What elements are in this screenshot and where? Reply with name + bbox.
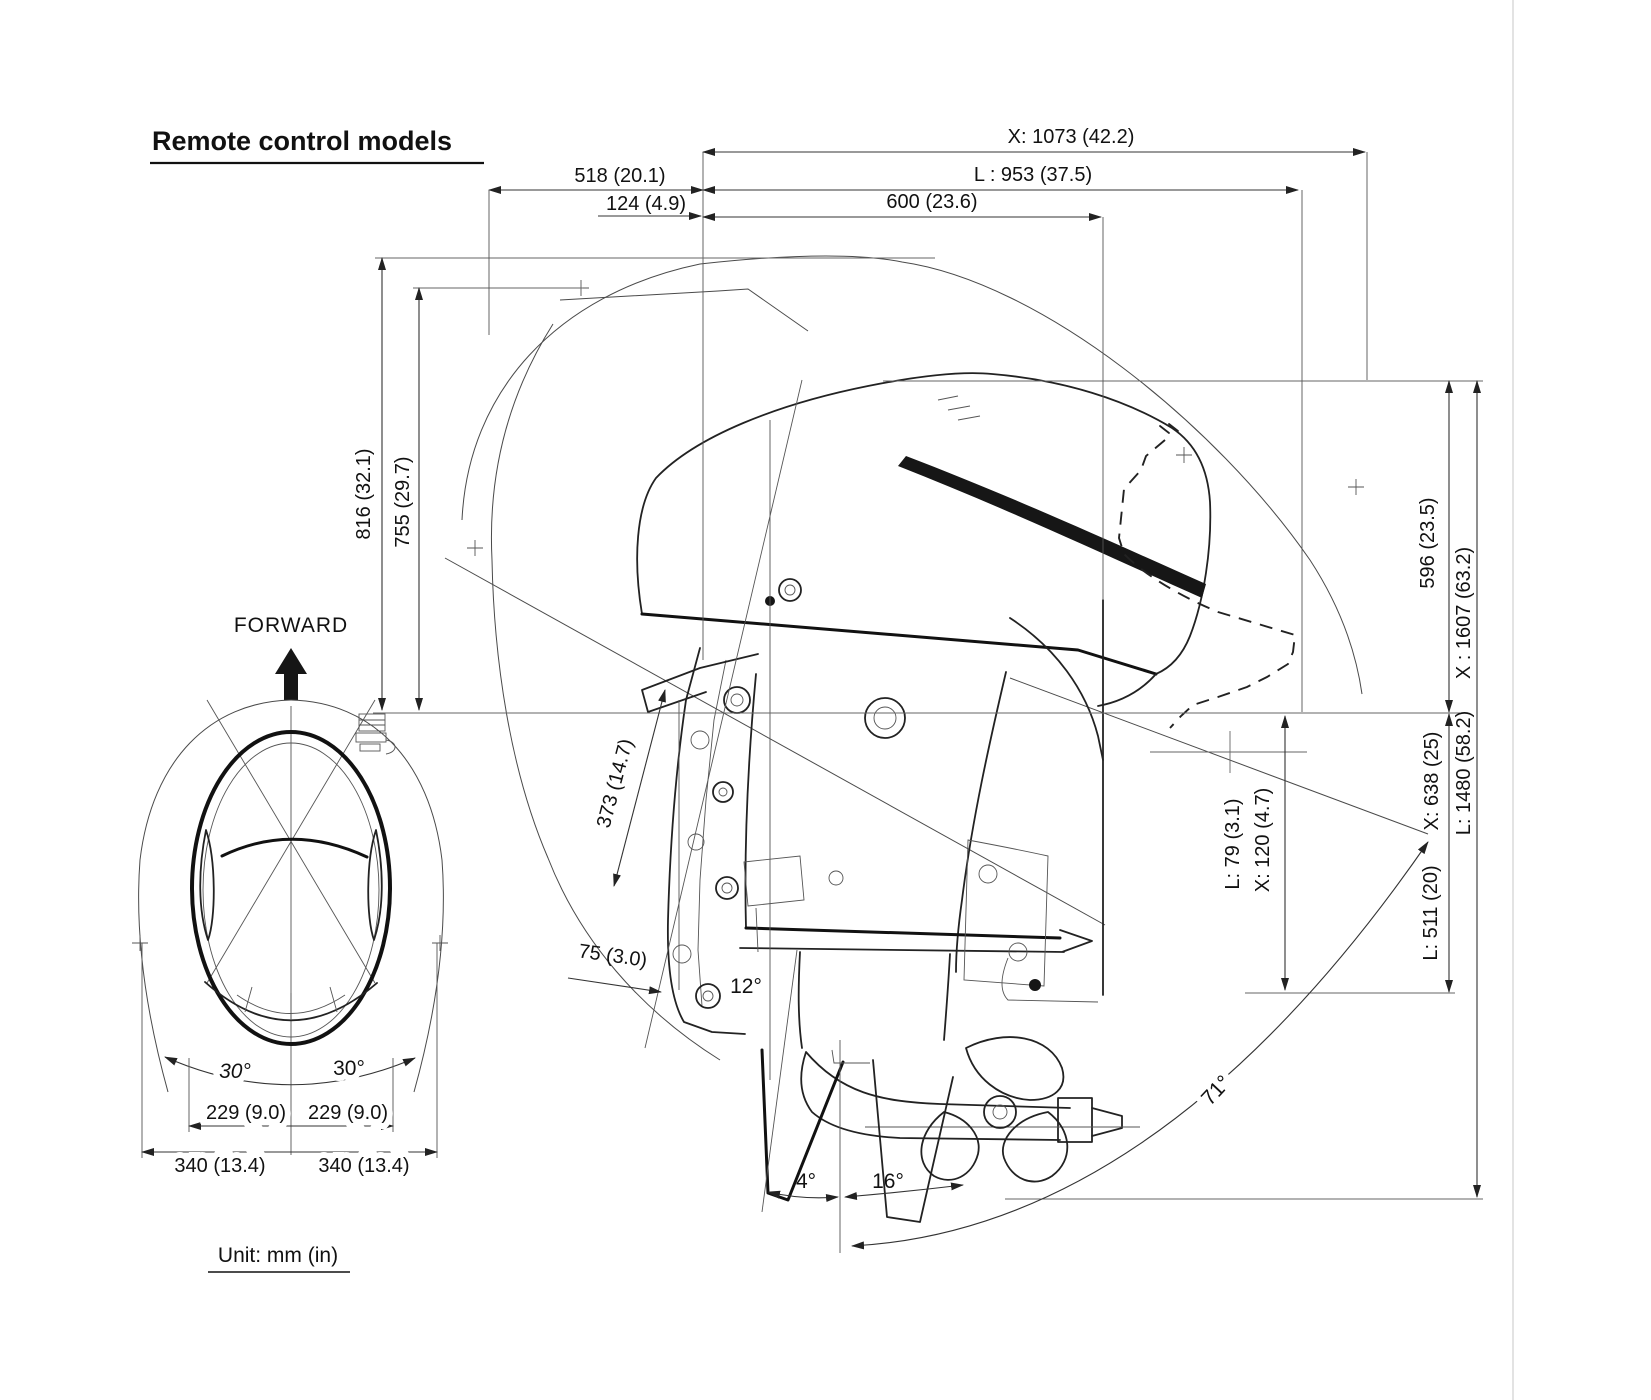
dim-label-swing-half-left: 340 (13.4) xyxy=(174,1155,265,1177)
dim-label-half-width-right: 229 (9.0) xyxy=(308,1102,388,1124)
reference-lines xyxy=(373,257,1483,1200)
dimension-lines-top: X: 1073 (42.2) L : 953 (37.5) 518 (20.1)… xyxy=(488,126,1368,712)
tilt-envelope-arc xyxy=(461,255,1363,695)
propeller-hub xyxy=(983,1095,1017,1129)
pan-rear-curve xyxy=(1097,673,1157,707)
steering-envelope-left xyxy=(138,699,292,1093)
angle-label-trim-range: 16° xyxy=(872,1170,904,1193)
dim-label-bracket-span: 373 (14.7) xyxy=(593,737,638,831)
angle-label-steer-left: 30° xyxy=(219,1060,251,1083)
cowl-side-pod-right xyxy=(367,829,383,941)
steering-arm xyxy=(641,653,759,713)
engine-side-view xyxy=(636,152,1297,1253)
dim-label-pivot-to-transom: 600 (23.6) xyxy=(886,191,977,213)
antiventilation-plate-top xyxy=(744,926,1062,940)
arc-steering-range xyxy=(164,1056,416,1086)
trim-tab xyxy=(831,1049,870,1064)
skeg-fin-trimmed xyxy=(872,1059,954,1223)
arc-trim-range xyxy=(844,1182,964,1200)
bracket-mount-plate xyxy=(743,855,805,953)
dim-line-373 xyxy=(613,689,666,887)
ghost-body-outline xyxy=(490,323,721,1061)
dim-line-75 xyxy=(567,977,662,995)
cowl-rear-curve-inner xyxy=(236,994,346,1014)
reference-ticks xyxy=(467,280,1364,556)
cowl-vent-lines xyxy=(937,395,981,421)
cowl-hood-curve xyxy=(220,837,369,859)
prop-hub-cap xyxy=(1057,1097,1093,1143)
dim-label-x-overall-height: X : 1607 (63.2) xyxy=(1453,547,1475,679)
cowl-rear-ribs xyxy=(244,986,338,1020)
angle-label-steering-axis: 12° xyxy=(730,975,762,998)
dim-label-l-overall-height: L: 1480 (58.2) xyxy=(1453,711,1475,836)
midsection-left-edge xyxy=(744,673,757,929)
steering-axis-line xyxy=(644,379,803,1049)
cowl-side-pod-left xyxy=(199,829,215,941)
angle-label-tilt-up: 71° xyxy=(1197,1071,1235,1110)
transom-break-ticks xyxy=(1159,423,1179,434)
steering-envelope-right xyxy=(290,699,444,1093)
boat-transom-dashed xyxy=(1118,439,1297,729)
cowl-intake-scoop xyxy=(898,456,1206,598)
dimension-lines-left: 816 (32.1) 755 (29.7) xyxy=(353,257,423,711)
envelope-width-ticks xyxy=(132,935,448,951)
dim-label-l-waterline-offset: L: 79 (3.1) xyxy=(1222,798,1244,889)
propeller xyxy=(920,1036,1069,1183)
angle-label-steer-right: 30° xyxy=(333,1057,365,1080)
cowl-top-view-outer xyxy=(190,730,392,1046)
arc-trim-in xyxy=(767,1190,839,1203)
dim-label-x-overall-length: X: 1073 (42.2) xyxy=(1008,126,1135,148)
fuel-connector xyxy=(355,713,396,755)
dim-label-l-overall-length: L : 953 (37.5) xyxy=(974,164,1092,186)
clamp-pad xyxy=(1001,957,1099,1003)
trim-in-reference-line xyxy=(761,949,798,1213)
clamp-front-curve xyxy=(1009,617,1104,761)
title-block: Remote control models xyxy=(150,126,484,165)
cowling-outline xyxy=(636,372,1212,675)
ghost-plate-line xyxy=(444,557,1106,926)
propeller-hub-inner xyxy=(992,1104,1008,1120)
ghost-seam-line xyxy=(559,288,809,332)
angle-annotations: 4° 16° 71° xyxy=(767,841,1429,1250)
unit-note-block: Unit: mm (in) xyxy=(208,1244,350,1273)
dimension-lines-bracket: 373 (14.7) 75 (3.0) 12° xyxy=(567,689,768,1004)
lower-column xyxy=(797,951,951,1049)
propeller-blade-top xyxy=(965,1036,1065,1101)
mounting-bracket xyxy=(641,578,906,1035)
propeller-blade-left xyxy=(920,1111,980,1181)
dim-label-swing-half-right: 340 (13.4) xyxy=(318,1155,409,1177)
dimension-lines-right: 596 (23.5) X: 638 (25) L: 511 (20) X : 1… xyxy=(1222,380,1481,1198)
tilt-reference-line xyxy=(1009,677,1429,835)
bracket-inner-line xyxy=(697,659,727,1007)
dim-label-front-to-pivot: 518 (20.1) xyxy=(574,165,665,187)
transom-clamp xyxy=(963,599,1104,1003)
forward-label: FORWARD xyxy=(234,614,348,637)
dim-label-x-plate-drop: X: 638 (25) xyxy=(1421,732,1443,831)
cowling-bottom-seam xyxy=(640,612,1158,676)
arc-tilt-up xyxy=(851,841,1429,1250)
cowl-top-view-inner xyxy=(202,742,380,1038)
dim-label-tilt-height: 816 (32.1) xyxy=(353,448,375,539)
engine-top-view: FORWARD 30° 30° 229 xyxy=(132,614,448,1183)
dim-label-half-width-left: 229 (9.0) xyxy=(206,1102,286,1124)
dim-label-pivot-front-offset: 124 (4.9) xyxy=(606,193,686,215)
tilted-engine-ghost xyxy=(444,255,1429,1061)
dim-label-x-waterline-offset: X: 120 (4.7) xyxy=(1252,788,1274,893)
bracket-outline xyxy=(666,647,746,1035)
unit-note: Unit: mm (in) xyxy=(218,1244,338,1267)
forward-arrow-icon xyxy=(275,648,307,700)
dim-label-cowl-height: 755 (29.7) xyxy=(392,456,414,547)
dim-label-l-plate-drop: L: 511 (20) xyxy=(1420,865,1442,960)
dim-label-plate-to-cowl-top: 596 (23.5) xyxy=(1417,497,1439,588)
page-title: Remote control models xyxy=(152,126,452,156)
midsection-right-edge xyxy=(955,671,1007,973)
angle-label-trim-in: 4° xyxy=(796,1170,816,1193)
cowl-rear-curve-outer xyxy=(204,981,378,1022)
prop-cone xyxy=(1091,1107,1123,1137)
dim-label-bracket-offset: 75 (3.0) xyxy=(577,940,648,971)
